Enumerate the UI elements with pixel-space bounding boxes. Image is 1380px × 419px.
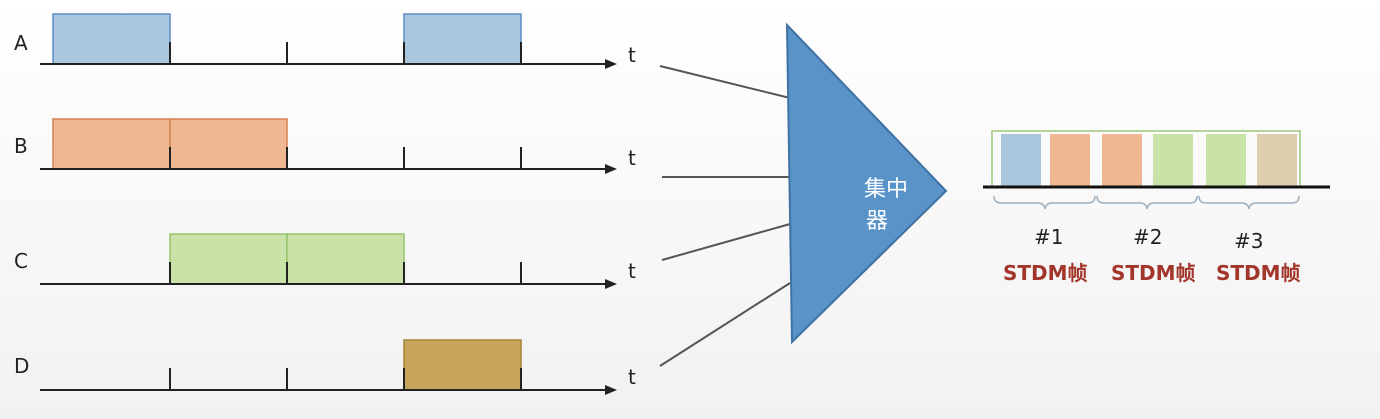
channel-d-slot-1 xyxy=(403,339,522,391)
channel-d-slots xyxy=(403,339,522,391)
input-lines xyxy=(659,65,791,367)
channel-a-slot-1 xyxy=(52,13,171,65)
concentrator-triangle xyxy=(785,22,948,345)
channel-a-label: A xyxy=(14,31,28,55)
frame-2-label: STDM帧 xyxy=(1111,261,1196,285)
channel-a-ticks xyxy=(169,42,522,64)
channel-c-slots xyxy=(169,233,405,285)
channel-b-ticks xyxy=(169,147,522,169)
concentrator-label-line1: 集中 xyxy=(864,177,908,202)
channel-c: C t xyxy=(14,233,636,289)
channel-a-time-label: t xyxy=(628,43,636,67)
frame-2-number: #2 xyxy=(1133,225,1162,249)
frame-braces xyxy=(993,195,1300,210)
frame-2-brace xyxy=(1096,195,1198,210)
frame-3-number: #3 xyxy=(1234,229,1263,253)
frame-3-label: STDM帧 xyxy=(1216,261,1301,285)
input-line-d xyxy=(659,282,791,367)
frame-1-number: #1 xyxy=(1034,225,1063,249)
frame-3-brace xyxy=(1198,195,1300,210)
channel-c-label: C xyxy=(14,249,28,273)
frame-1-brace xyxy=(993,195,1096,210)
stdm-slot-4 xyxy=(1153,134,1193,186)
channel-b-slot-2 xyxy=(169,118,288,170)
channel-b-time-label: t xyxy=(628,146,636,170)
stdm-slot-2 xyxy=(1050,134,1090,186)
input-line-c xyxy=(661,223,791,261)
channel-a-slots xyxy=(52,13,522,65)
channel-d-time-label: t xyxy=(628,365,636,389)
stdm-slot-5 xyxy=(1206,134,1246,186)
channel-b: B t xyxy=(14,118,636,174)
channel-c-ticks xyxy=(169,262,522,284)
stdm-output: #1 #2 #3 STDM帧 STDM帧 STDM帧 xyxy=(983,130,1330,285)
frame-1-label: STDM帧 xyxy=(1003,261,1088,285)
concentrator: 集中 器 xyxy=(785,22,948,345)
input-line-a xyxy=(659,65,791,99)
channel-d-label: D xyxy=(14,354,29,378)
channel-a: A t xyxy=(14,13,636,69)
channel-c-time-label: t xyxy=(628,259,636,283)
stdm-slot-6 xyxy=(1257,134,1297,186)
channel-a-slot-2 xyxy=(403,13,522,65)
channel-c-slot-1 xyxy=(169,233,288,285)
concentrator-label-line2: 器 xyxy=(866,209,888,234)
channel-b-label: B xyxy=(14,134,28,158)
channel-b-slots xyxy=(52,118,288,170)
channel-b-slot-1 xyxy=(52,118,171,170)
stdm-slot-3 xyxy=(1102,134,1142,186)
channel-d-ticks xyxy=(169,368,522,390)
channel-d: D t xyxy=(14,339,636,395)
stdm-slot-1 xyxy=(1001,134,1041,186)
channel-c-slot-2 xyxy=(286,233,405,285)
stdm-slots xyxy=(1001,134,1297,186)
